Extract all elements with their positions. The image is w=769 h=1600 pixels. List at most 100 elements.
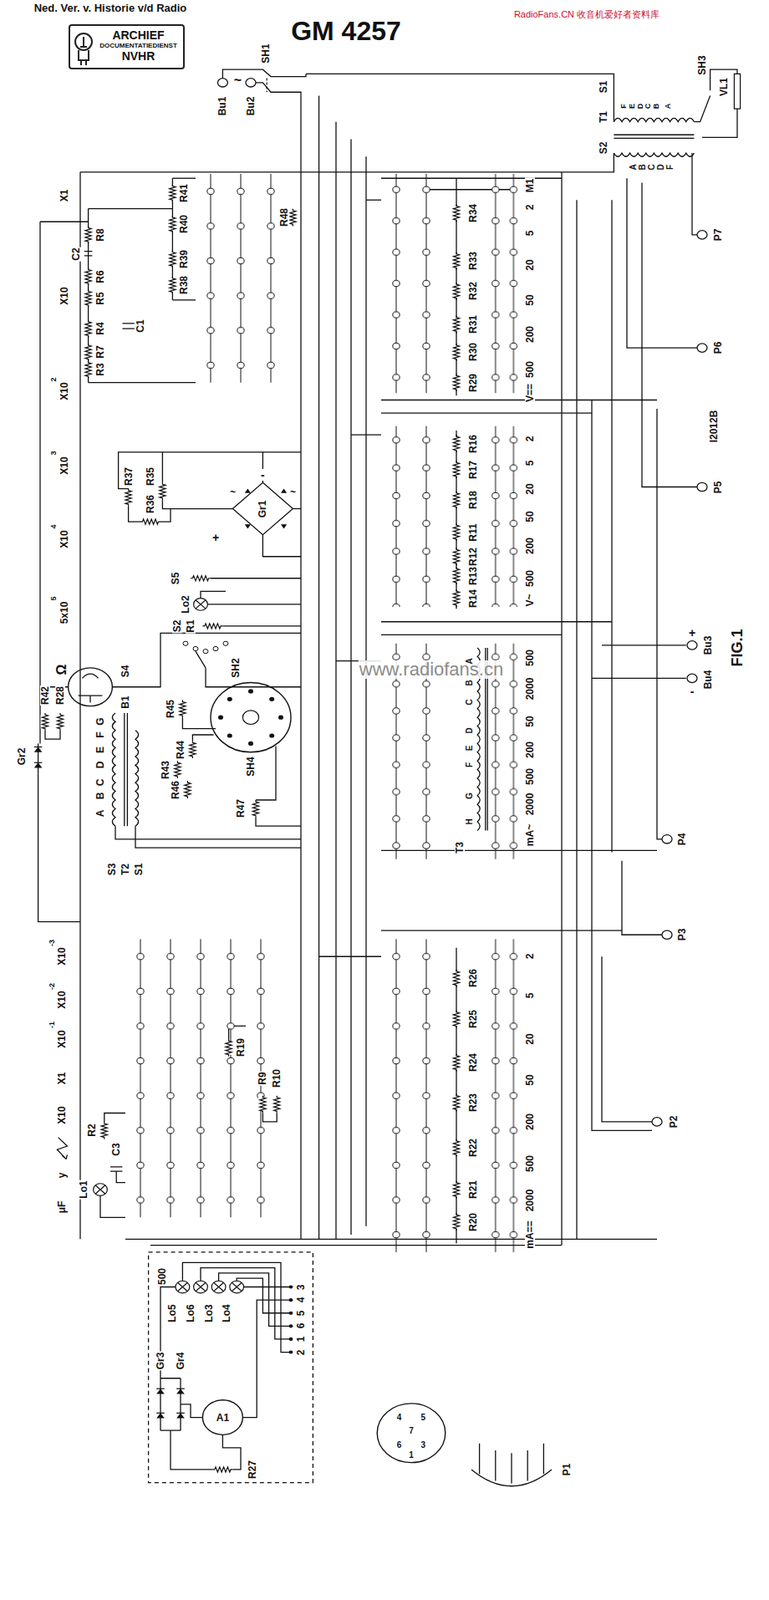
resistor-symbol [56, 712, 66, 731]
wire [160, 509, 171, 523]
component-label: M1 [524, 177, 535, 194]
resistor-symbol [452, 523, 462, 541]
component-label: 3 [420, 1441, 428, 1450]
component-label: Bu1 [217, 96, 228, 118]
component-label: V== [524, 382, 535, 403]
terminal-dot [289, 1298, 294, 1302]
wire [88, 381, 196, 383]
meter-symbol [202, 1400, 243, 1436]
component-label: 5 [524, 459, 535, 468]
switch-contact-bank [125, 173, 523, 1253]
component-symbol [662, 835, 673, 844]
component-label: X10 [56, 1105, 67, 1125]
wire [350, 138, 352, 1235]
component-label: R22 [468, 1137, 479, 1158]
wire [210, 577, 301, 579]
resistor-symbol [168, 276, 178, 295]
wire [110, 1166, 123, 1172]
component-label: R23 [468, 1092, 479, 1113]
component-label: A [95, 808, 106, 818]
component-label: 500 [524, 569, 535, 588]
resistor-symbol [452, 969, 462, 988]
component-label: Bu4 [702, 669, 713, 691]
resistor-symbol [258, 1095, 268, 1114]
resistor-symbol [83, 361, 93, 379]
wire [100, 1195, 126, 1218]
component-symbol [156, 1412, 165, 1418]
component-label: 50 [524, 293, 535, 306]
rotary-switch-hub [242, 710, 259, 725]
wire [122, 323, 134, 329]
component-label: 50 [524, 509, 535, 523]
component-label: R4 [95, 321, 106, 337]
component-symbol [93, 1183, 108, 1197]
component-label: R5 [95, 290, 106, 306]
component-label: R18 [468, 489, 479, 510]
socket-symbol [376, 1403, 446, 1463]
resistor-symbol [224, 1038, 234, 1057]
wire [692, 152, 698, 235]
terminal-dot [289, 1337, 294, 1341]
component-label: R48 [279, 207, 290, 228]
switch-contact-bank [381, 173, 442, 393]
component-label: S2 [598, 140, 609, 155]
wire [45, 730, 61, 739]
component-symbol [697, 343, 708, 352]
component-label: 2 [524, 952, 535, 961]
switch-contact-bank [486, 426, 523, 607]
component-label: X1 [59, 188, 70, 204]
component-label: C1 [135, 318, 146, 333]
component-label: y [56, 1171, 67, 1180]
component-label: T1 [598, 110, 609, 124]
component-label: 5 [524, 992, 535, 1000]
component-label: + [211, 531, 220, 544]
component-label: Lo3 [203, 1303, 214, 1323]
component-label: R39 [178, 249, 189, 270]
switch-pin [248, 688, 254, 693]
wire [200, 590, 226, 598]
wire [38, 774, 81, 922]
switch-pin [269, 697, 275, 702]
component-label: X10 [59, 529, 70, 549]
component-label: P2 [668, 1115, 679, 1130]
component-symbol [229, 1280, 245, 1294]
resistor-symbol [212, 1465, 233, 1473]
wire [381, 634, 562, 636]
component-label: Lo5 [167, 1303, 178, 1323]
component-label: X10 [59, 455, 70, 475]
component-label: 500 [524, 767, 535, 786]
component-symbol [687, 673, 698, 683]
wire [135, 825, 301, 848]
component-label: 500 [157, 1267, 168, 1286]
component-label: 2000 [524, 676, 535, 701]
component-label: R34 [468, 203, 479, 224]
component-label: SH4 [245, 756, 256, 778]
switch-contact-bank [381, 426, 442, 607]
rotary-switch [210, 682, 291, 753]
wire [222, 625, 301, 627]
component-label: A [664, 102, 673, 111]
component-label: Gr3 [155, 1351, 166, 1371]
component-label: A [629, 162, 638, 171]
component-symbol [175, 1280, 190, 1294]
wire [613, 134, 694, 138]
resistor-symbol [452, 1094, 462, 1112]
resistor-symbol [83, 267, 93, 286]
component-label: 3 [49, 449, 57, 456]
component-label: ~ [233, 73, 243, 87]
component-label: R16 [468, 432, 479, 454]
component-label: I2012B [708, 408, 719, 444]
component-label: R42 [40, 685, 51, 706]
resistor-symbol [188, 740, 198, 759]
wire [613, 117, 694, 122]
wire [222, 1434, 241, 1470]
component-symbol [156, 1388, 165, 1394]
component-label: B [465, 678, 474, 687]
component-label: F [666, 163, 675, 171]
wire [104, 1112, 126, 1121]
component-label: R29 [468, 372, 479, 393]
wire [38, 69, 738, 1487]
stamp-icon [73, 30, 94, 67]
component-label: D [465, 726, 474, 734]
